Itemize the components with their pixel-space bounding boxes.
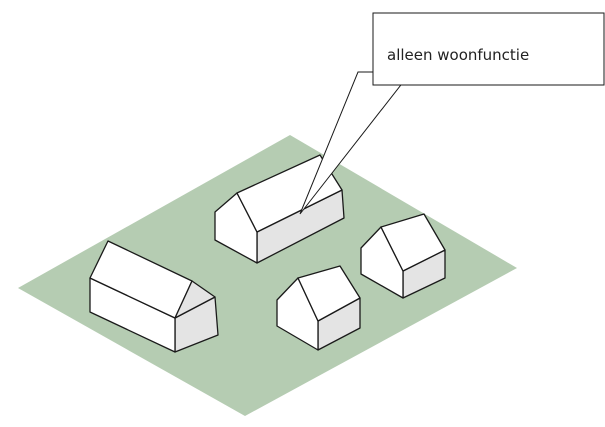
house-front-small [276,265,361,351]
callout-box [372,12,605,86]
callout: alleen woonfunctie [299,12,605,215]
house-top-center [214,154,345,264]
callout-label: alleen woonfunctie [387,46,529,64]
house-left [89,240,219,353]
ground-plot [18,135,517,416]
house-right-small [360,213,446,299]
